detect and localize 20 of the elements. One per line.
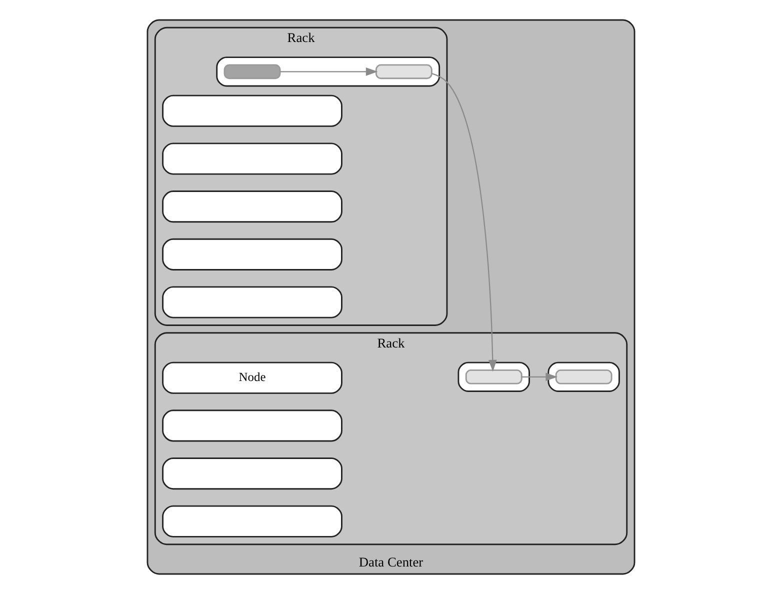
node-box [162,94,342,127]
arrow [521,372,558,382]
node-box [162,410,342,442]
node-box [162,190,342,223]
node-box [374,64,432,80]
node-box [464,369,522,384]
node-box [554,369,612,384]
node-box [162,142,342,175]
node-box [223,64,280,80]
node-box [162,505,342,538]
node-box [162,458,342,490]
cluster: Rack [154,26,448,326]
arrow [431,73,496,372]
node-box [162,238,342,270]
cluster [216,56,440,87]
arrow [280,68,378,76]
node-box [162,286,342,318]
node-box: Node [162,362,342,394]
cluster [547,362,620,392]
cluster [457,362,530,392]
